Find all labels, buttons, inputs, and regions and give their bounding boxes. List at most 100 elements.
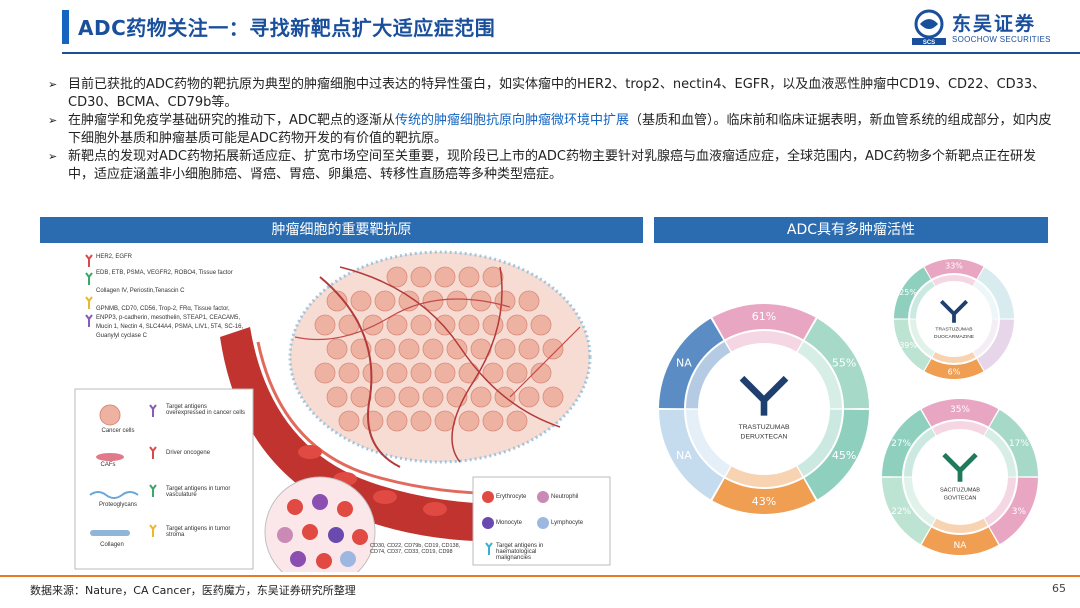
blood-legend-box (472, 476, 611, 566)
tumor-cell (362, 314, 384, 336)
ring-segment-label: 3% (1012, 507, 1027, 517)
tumor-cell (506, 314, 528, 336)
page-title: ADC药物关注一：寻找新靶点扩大适应症范围 (78, 16, 496, 40)
ring-segment-label: 22% (891, 507, 911, 517)
ring-inner-segment (984, 477, 1016, 526)
arrow-bullet-icon: ➢ (48, 114, 58, 127)
ring-segment (712, 478, 816, 514)
ring-segment (712, 304, 816, 340)
ring-segment-label: 39% (899, 341, 917, 350)
tumor-cell (530, 362, 552, 384)
tumor-cell (374, 386, 396, 408)
ring-inner-segment (904, 428, 936, 477)
tumor-cell (326, 290, 348, 312)
drug-name: DERUXTECAN (741, 434, 788, 441)
ring-inner-segment (686, 409, 731, 477)
ring-segment (894, 319, 931, 371)
ring-segment-label: NA (676, 356, 692, 369)
tumor-cell (506, 362, 528, 384)
tumor-cell (326, 386, 348, 408)
ring-segment (659, 318, 724, 409)
key-desc: Target antigens overexpressed in cancer … (166, 404, 246, 416)
ring-inner-segment (797, 409, 842, 477)
ring-inner-segment (932, 421, 988, 436)
antibody-icon (85, 272, 93, 285)
logo-mark-icon: SCS (912, 9, 946, 46)
legend-row: GPNMB, CD70, CD56, Trop-2, FRα, Tissue f… (96, 306, 244, 339)
tumor-cell (398, 386, 420, 408)
drug-name: SACITUZUMAB (940, 487, 980, 493)
ring-segment-label: 55% (832, 356, 856, 369)
bullet-text: 目前已获批的ADC药物的靶抗原为典型的肿瘤细胞中过表达的特异性蛋白，如实体瘤中的… (68, 77, 1046, 110)
ring-segment (989, 477, 1038, 545)
tumor-cell (434, 362, 456, 384)
footer-rule (0, 575, 1080, 577)
ring-inner-segment (932, 352, 976, 363)
blood-legend-label: Neutrophil (551, 494, 579, 500)
blood-legend-label: Target antigens in haematological malign… (496, 543, 544, 561)
antibody-icon (85, 314, 93, 327)
company-logo: SCS 东吴证券 SOOCHOW SECURITIES (910, 8, 1078, 50)
tumor-cell (386, 266, 408, 288)
key-label: Collagen (100, 542, 124, 548)
tumor-cell (410, 362, 432, 384)
tumor-cell (458, 410, 480, 432)
arrow-bullet-icon: ➢ (48, 150, 58, 163)
tumor-cell (518, 338, 540, 360)
antibody-icon (485, 542, 493, 555)
bullet-text: 新靶点的发现对ADC药物拓展新适应症、扩宽市场空间至关重要，现阶段已上市的ADC… (68, 149, 1036, 182)
ring-inner-segment (910, 319, 935, 357)
antibody-icon (85, 296, 93, 309)
tumor-cell (446, 290, 468, 312)
bullet-text: （基质和血管）。临床前和临床证据表明，新血管系统的组成部分，如内皮下细胞外基质和… (68, 113, 1052, 146)
page-number: 65 (1052, 582, 1066, 595)
bullet-text: 在肿瘤学和免疫学基础研究的推动下，ADC靶点的逐渐从 (68, 113, 395, 128)
tumor-cell (422, 386, 444, 408)
ring-segment-label: 25% (899, 288, 917, 297)
ring-segment (894, 267, 931, 319)
tumor-cell (410, 266, 432, 288)
title-accent (62, 10, 69, 44)
ring-segment (882, 409, 931, 477)
tumor-cell (350, 290, 372, 312)
adc-activity-rings: 61%55%45%43%NANATRASTUZUMABDERUXTECAN33%… (659, 259, 1038, 555)
tumor-cell (434, 314, 456, 336)
tumor-cell (458, 362, 480, 384)
antibody-icon (149, 446, 157, 459)
tumor-cell (338, 362, 360, 384)
legend-row: Collagen IV, Periostin,Tenascin C (96, 288, 185, 294)
tumor-cell (494, 290, 516, 312)
tumor-cell (482, 410, 504, 432)
antibody-icon (939, 299, 969, 323)
ring-segment-label: 35% (950, 405, 970, 415)
ring-segment-label: NA (676, 449, 692, 462)
blood-cell-zoom (264, 476, 376, 572)
tumor-cell (518, 290, 540, 312)
tumor-mass (288, 250, 592, 468)
ring-inner-segment (932, 518, 988, 533)
ring-inner-segment (725, 466, 803, 487)
tumor-cell (410, 314, 432, 336)
tumor-cell (482, 314, 504, 336)
drug-name: TRASTUZUMAB (738, 424, 790, 431)
ring-segment (804, 318, 869, 409)
title-bar: ADC药物关注一：寻找新靶点扩大适应症范围 SCS 东吴证券 SOOCHOW S… (0, 0, 1080, 58)
tumor-cell (398, 338, 420, 360)
ring-inner-segment (932, 275, 976, 286)
source-note: 数据来源：Nature，CA Cancer，医药魔方，东吴证券研究所整理 (30, 584, 356, 597)
logo-en: SOOCHOW SECURITIES (952, 35, 1051, 44)
tumor-cell (374, 290, 396, 312)
ring-segment (921, 527, 999, 555)
ring-segment-label: 33% (945, 262, 963, 271)
tumor-cell (326, 338, 348, 360)
tumor-cell (542, 386, 564, 408)
left-panel-header: 肿瘤细胞的重要靶抗原 (40, 217, 643, 243)
ring-inner-segment (686, 341, 731, 409)
tumor-cell (314, 314, 336, 336)
ring-segment (977, 267, 1014, 319)
tumor-cell (374, 338, 396, 360)
legend-row: EDB, ETB, PSMA, VEGFR2, ROBO4, Tissue fa… (96, 270, 233, 276)
ring-inner-segment (973, 281, 998, 319)
ring-segment-label: 45% (832, 449, 856, 462)
tumor-cell (458, 266, 480, 288)
